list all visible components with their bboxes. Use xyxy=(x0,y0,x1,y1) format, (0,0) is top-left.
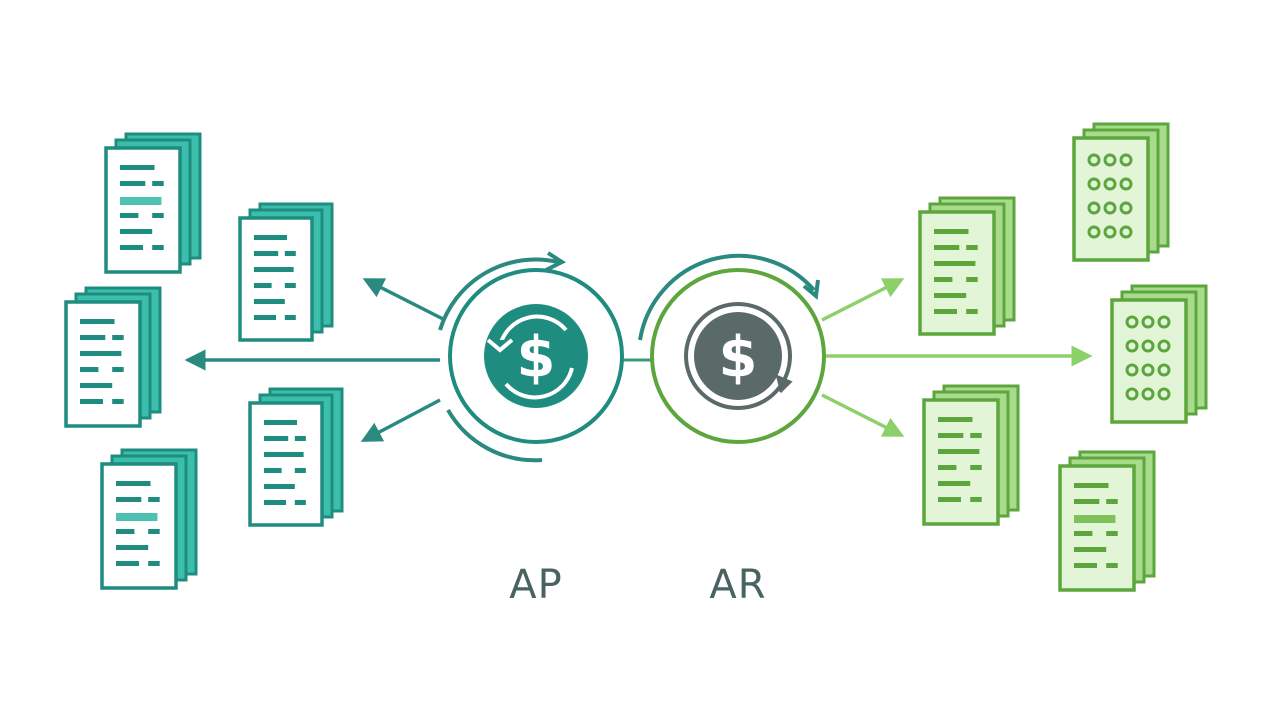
document-stack-icon xyxy=(64,286,162,428)
ap-label: AP xyxy=(509,562,563,608)
ar-top-arc-head xyxy=(802,279,820,300)
ar-coin-arrowhead xyxy=(775,374,793,394)
ar-coin-symbol: $ xyxy=(719,325,758,390)
document-stack-icon xyxy=(100,448,198,590)
ap-coin-symbol: $ xyxy=(517,325,556,390)
ar-cycle: $ xyxy=(638,253,826,444)
document-stack-icon xyxy=(1072,122,1170,262)
ap-bottom-arc xyxy=(446,409,543,463)
ap-coin-arrowhead xyxy=(486,338,514,353)
document-groups xyxy=(64,122,1208,592)
document-stack-icon xyxy=(104,132,202,274)
ap-cycle: $ xyxy=(438,251,624,463)
ap-coin-cycle-icon xyxy=(498,314,568,347)
ap-top-arc-head xyxy=(545,251,567,272)
ap-top-arc xyxy=(438,257,559,331)
ar-label: AR xyxy=(709,562,767,608)
ap-arrow-lower-left xyxy=(360,398,441,442)
ap-coin-cycle-icon-lower xyxy=(504,367,574,400)
document-stack-icon xyxy=(1110,284,1208,424)
ar-coin xyxy=(694,312,782,400)
ar-arrow-lower-right xyxy=(821,393,905,437)
document-stack-icon xyxy=(1058,450,1156,592)
ap-arrow-upper-left xyxy=(362,278,446,322)
ap-outer-ring xyxy=(448,268,624,444)
document-stack-icon xyxy=(918,196,1016,336)
document-stack-icon xyxy=(248,387,344,527)
ar-arrow-upper-right xyxy=(821,278,905,322)
document-stack-icon xyxy=(238,202,334,342)
ar-top-arc xyxy=(638,253,816,341)
document-stack-icon xyxy=(922,384,1020,526)
ar-outer-ring xyxy=(650,268,826,444)
